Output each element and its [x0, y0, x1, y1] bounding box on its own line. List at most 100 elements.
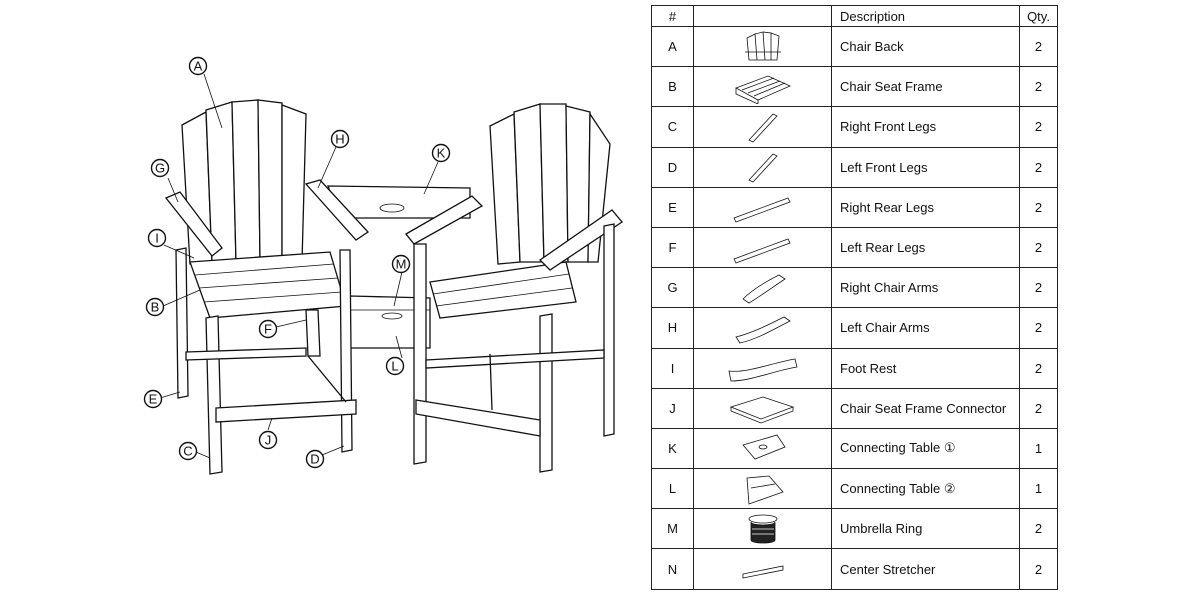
svg-text:K: K [437, 146, 446, 161]
part-description: Left Front Legs [831, 146, 1020, 188]
svg-text:M: M [396, 257, 407, 272]
part-letter: L [651, 468, 694, 510]
callout-E: E [143, 389, 163, 409]
callout-K: K [431, 143, 451, 163]
header-number: # [651, 5, 694, 27]
foot-rest-icon [728, 358, 797, 382]
stretcher-icon [742, 565, 783, 579]
table-top-icon [741, 435, 786, 460]
part-description: Umbrella Ring [831, 508, 1020, 550]
header-picture [693, 5, 832, 27]
table-row: H Left Chair Arms 2 [651, 307, 1058, 349]
part-letter: D [651, 146, 694, 188]
umbrella-ring-icon [748, 514, 777, 544]
part-quantity: 2 [1019, 226, 1058, 269]
part-description: Center Stretcher [831, 548, 1020, 590]
svg-text:L: L [391, 359, 398, 374]
front-leg-icon [747, 113, 778, 143]
table-row: F Left Rear Legs 2 [651, 226, 1058, 269]
part-quantity: 2 [1019, 186, 1058, 228]
part-quantity: 2 [1019, 387, 1058, 429]
front-leg-icon [747, 153, 778, 183]
callout-M: M [391, 254, 411, 274]
part-letter: A [651, 25, 694, 68]
callout-H: H [330, 129, 350, 149]
svg-text:A: A [194, 59, 203, 74]
callout-B: B [145, 297, 165, 317]
chair-arm-icon [741, 274, 786, 304]
table-row: I Foot Rest 2 [651, 347, 1058, 389]
part-description: Left Rear Legs [831, 226, 1020, 269]
svg-text:J: J [265, 433, 272, 448]
chair-arm-icon [734, 316, 791, 344]
table-row: G Right Chair Arms 2 [651, 267, 1058, 309]
part-letter: M [651, 508, 694, 550]
part-letter: N [651, 548, 694, 590]
header-quantity: Qty. [1019, 5, 1058, 27]
table-row: A Chair Back 2 [651, 25, 1058, 68]
part-description: Connecting Table ② [831, 468, 1020, 510]
seat-frame-icon [734, 75, 791, 104]
part-quantity: 2 [1019, 508, 1058, 550]
table-row: N Center Stretcher 2 [651, 548, 1058, 590]
callout-D: D [305, 449, 325, 469]
table-row: E Right Rear Legs 2 [651, 186, 1058, 228]
svg-text:F: F [264, 322, 272, 337]
part-description: Chair Back [831, 25, 1020, 68]
svg-text:I: I [155, 231, 159, 246]
callout-F: F [258, 319, 278, 339]
part-description: Right Rear Legs [831, 186, 1020, 228]
part-quantity: 2 [1019, 106, 1058, 148]
part-description: Right Front Legs [831, 106, 1020, 148]
right-chair-illustration [405, 103, 623, 473]
part-quantity: 2 [1019, 267, 1058, 309]
table-row: J Chair Seat Frame Connector 2 [651, 387, 1058, 429]
parts-list-table: # Description Qty. A Chair Back 2 B [651, 5, 1058, 590]
part-letter: C [651, 106, 694, 148]
part-quantity: 2 [1019, 548, 1058, 590]
svg-text:B: B [151, 300, 160, 315]
table-row: M Umbrella Ring 2 [651, 508, 1058, 550]
part-quantity: 2 [1019, 347, 1058, 389]
table-header-row: # Description Qty. [651, 5, 1058, 27]
part-letter: I [651, 347, 694, 389]
callout-G: G [150, 158, 170, 178]
part-letter: J [651, 387, 694, 429]
part-description: Chair Seat Frame Connector [831, 387, 1020, 429]
assembly-diagram: A B C D E F G H I J K L [143, 56, 623, 475]
rear-leg-icon [732, 238, 791, 264]
svg-text:E: E [149, 392, 158, 407]
part-quantity: 2 [1019, 66, 1058, 108]
part-letter: E [651, 186, 694, 228]
part-quantity: 2 [1019, 25, 1058, 68]
table-row: K Connecting Table ① 1 [651, 427, 1058, 470]
callout-C: C [178, 441, 198, 461]
part-letter: G [651, 267, 694, 309]
rear-leg-icon [732, 197, 791, 223]
table-row: D Left Front Legs 2 [651, 146, 1058, 188]
part-letter: K [651, 427, 694, 470]
seat-connector-icon [729, 396, 794, 424]
svg-text:G: G [155, 161, 165, 176]
header-description: Description [831, 5, 1020, 27]
table-row: L Connecting Table ② 1 [651, 468, 1058, 510]
part-description: Foot Rest [831, 347, 1020, 389]
callout-leaders [159, 73, 439, 459]
callout-L: L [385, 356, 405, 376]
callout-J: J [258, 430, 278, 450]
svg-text:C: C [183, 444, 192, 459]
callout-A: A [188, 56, 208, 76]
part-quantity: 2 [1019, 146, 1058, 188]
left-chair-illustration [164, 99, 471, 475]
part-description: Chair Seat Frame [831, 66, 1020, 108]
part-letter: H [651, 307, 694, 349]
svg-text:H: H [335, 132, 344, 147]
chair-back-icon [744, 31, 781, 60]
svg-text:D: D [310, 452, 319, 467]
table-bottom-icon [746, 475, 784, 505]
part-description: Connecting Table ① [831, 427, 1020, 470]
part-quantity: 1 [1019, 468, 1058, 510]
part-letter: F [651, 226, 694, 269]
part-quantity: 1 [1019, 427, 1058, 470]
part-quantity: 2 [1019, 307, 1058, 349]
